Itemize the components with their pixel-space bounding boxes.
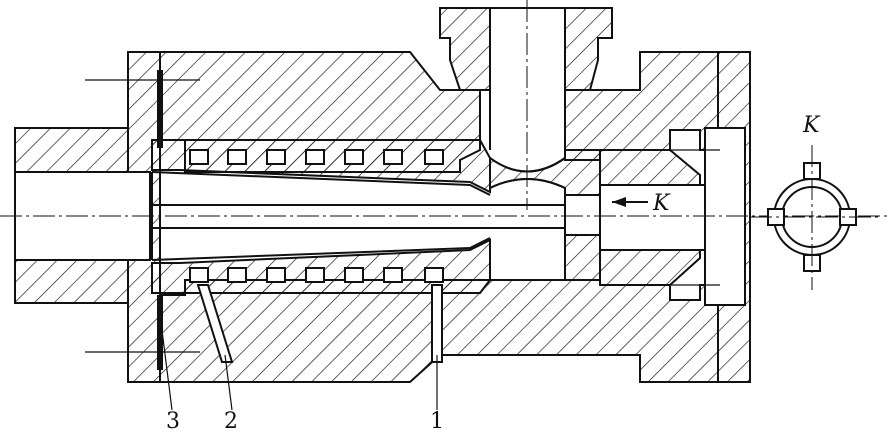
saddle-block xyxy=(489,149,601,281)
arrow-k xyxy=(612,197,648,207)
seal-ring-lower xyxy=(157,295,163,370)
left-shaft-upper xyxy=(14,127,129,173)
right-bore xyxy=(599,149,701,186)
view-k xyxy=(750,145,880,290)
top-fitting xyxy=(439,7,613,91)
label-part-3: 3 xyxy=(166,409,180,433)
left-shaft-lower xyxy=(14,259,129,304)
label-part-1: 1 xyxy=(430,409,444,433)
oil-passage-2 xyxy=(196,284,234,363)
coil-slots-lower xyxy=(189,267,444,283)
left-flange xyxy=(127,51,161,383)
label-part-2: 2 xyxy=(224,409,238,433)
end-plug xyxy=(704,127,746,306)
label-arrow-k: K xyxy=(652,191,671,216)
central-bore xyxy=(151,171,491,261)
oil-passage-1 xyxy=(431,284,443,363)
coil-slots-upper xyxy=(189,149,444,165)
seal-ring-upper xyxy=(157,70,163,148)
label-view-k: K xyxy=(802,113,821,138)
right-bore-lower xyxy=(599,249,701,286)
